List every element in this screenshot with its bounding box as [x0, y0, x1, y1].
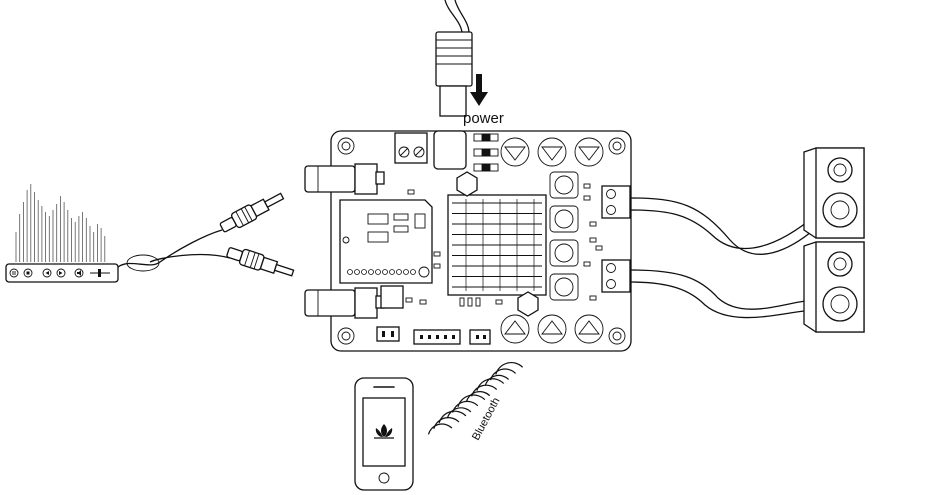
speaker-icon — [803, 241, 865, 333]
audio-cable — [117, 229, 231, 268]
rca-plug-icon — [219, 192, 295, 277]
heatsink-fins — [452, 199, 542, 291]
audio-player-icon — [5, 184, 119, 283]
bluetooth-label: Bluetooth — [470, 396, 502, 443]
down-arrow-icon — [470, 74, 488, 106]
speaker-icon — [803, 147, 865, 239]
bluetooth-waves-icon: Bluetooth — [427, 362, 524, 443]
amplifier-board-icon — [304, 130, 632, 352]
speaker-wire-top — [629, 197, 817, 255]
power-label: power — [463, 110, 504, 127]
lotus-icon — [374, 424, 394, 439]
speaker-wire-bottom — [629, 269, 817, 310]
equalizer-bars — [15, 184, 106, 262]
dc-power-plug-icon — [435, 0, 473, 117]
smartphone-icon — [354, 377, 414, 491]
